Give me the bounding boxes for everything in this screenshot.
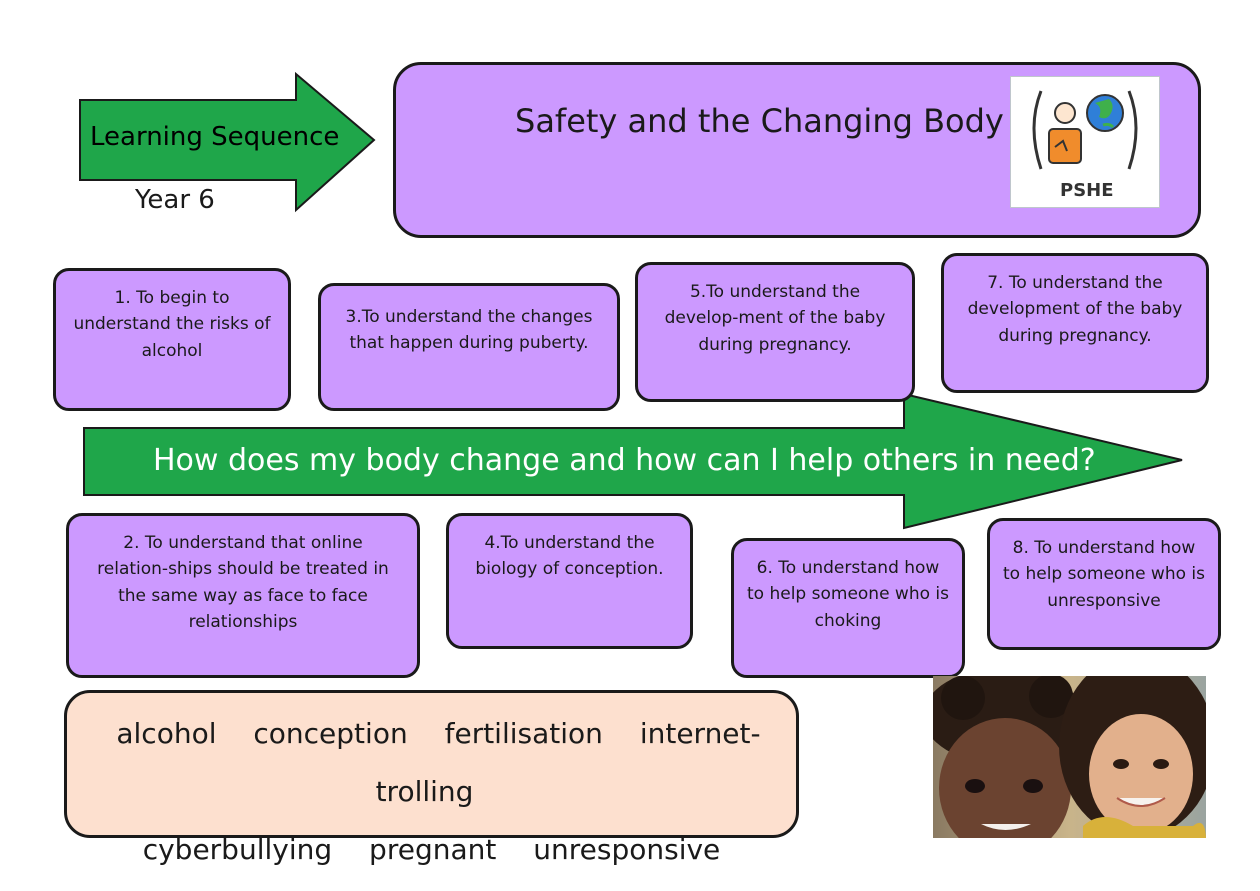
vocab-word: pregnant <box>369 833 497 866</box>
objective-1: 1. To begin to understand the risks of a… <box>53 268 291 411</box>
objective-4: 4.To understand the biology of conceptio… <box>446 513 693 649</box>
big-question-arrow <box>83 392 1183 530</box>
pshe-symbol-card <box>1010 76 1160 208</box>
vocabulary-panel: alcohol conception fertilisation interne… <box>64 690 799 866</box>
objective-5: 5.To understand the develop-ment of the … <box>635 262 915 402</box>
learning-sequence-label: Learning Sequence <box>90 122 340 152</box>
vocab-word: cyberbullying <box>142 833 333 866</box>
objective-6: 6. To understand how to help someone who… <box>731 538 965 678</box>
objective-2: 2. To understand that online relation-sh… <box>66 513 420 678</box>
children-photo-illustration <box>933 676 1206 838</box>
vocabulary-line-1: alcohol conception fertilisation interne… <box>67 705 796 821</box>
pshe-label: PSHE <box>1060 180 1114 201</box>
learning-sequence-arrow <box>79 71 376 213</box>
objective-7: 7. To understand the development of the … <box>941 253 1209 393</box>
vocab-word: fertilisation <box>444 717 603 750</box>
vocab-word: internet-trolling <box>375 717 761 808</box>
year-label: Year 6 <box>135 185 215 215</box>
objective-3: 3.To understand the changes that happen … <box>318 283 620 411</box>
page-title: Safety and the Changing Body <box>515 102 1004 140</box>
vocab-word: alcohol <box>116 717 217 750</box>
vocab-word: conception <box>253 717 408 750</box>
children-photo <box>933 676 1206 838</box>
vocabulary-line-2: cyberbullying pregnant unresponsive <box>67 821 796 879</box>
vocab-word: unresponsive <box>533 833 721 866</box>
big-question: How does my body change and how can I he… <box>153 443 1096 478</box>
pshe-person-globe-icon <box>1032 90 1138 170</box>
objective-8: 8. To understand how to help someone who… <box>987 518 1221 650</box>
